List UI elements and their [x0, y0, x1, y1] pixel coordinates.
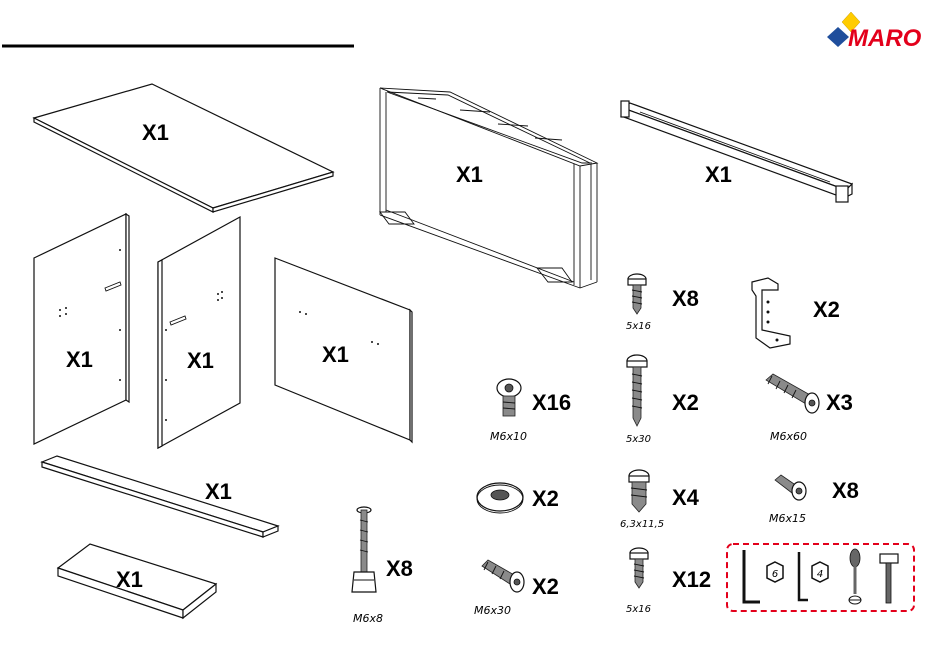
hw-leg-m6x8: X8 M6x8: [352, 507, 413, 625]
qty-bolt-m6x60: X3: [826, 390, 853, 415]
hw-screw-5x16-a: X8 5x16: [626, 274, 699, 332]
part-top-panel: X1: [34, 84, 333, 212]
cap-screw-5x30: 5x30: [626, 434, 651, 445]
hex-key-large-icon: [744, 550, 760, 602]
part-shelf: X1: [58, 544, 216, 618]
cap-bolt-m6x15: M6x15: [769, 512, 806, 525]
cap-bolt-m6x60: M6x60: [770, 430, 807, 443]
qty-long-strip: X1: [205, 479, 232, 504]
brand-name: MARO: [848, 25, 922, 52]
qty-bolt-m6x10: X16: [532, 390, 571, 415]
part-frame: X1: [380, 88, 597, 288]
qty-frame: X1: [456, 162, 483, 187]
cap-leg-m6x8: M6x8: [353, 612, 383, 625]
qty-leg-m6x8: X8: [386, 556, 413, 581]
screwdriver-icon: [849, 549, 861, 604]
qty-back-panel: X1: [322, 342, 349, 367]
hw-bracket: X2: [752, 278, 840, 348]
part-side-right: X1: [158, 217, 240, 448]
hw-screw-5x16-b: X12 5x16: [626, 548, 711, 615]
qty-bracket: X2: [813, 297, 840, 322]
cap-screw-5x16-a: 5x16: [626, 321, 651, 332]
hex-key-large-size: 6: [772, 569, 778, 580]
part-back-panel: X1: [275, 258, 412, 442]
hex-key-small-size: 4: [817, 569, 823, 580]
qty-screw-5x16-b: X12: [672, 567, 711, 592]
qty-washer: X2: [532, 486, 559, 511]
logo-diamond-blue: [827, 27, 849, 47]
qty-screw-6x11: X4: [672, 485, 700, 510]
part-rail: X1: [621, 101, 852, 202]
qty-screw-5x30: X2: [672, 390, 699, 415]
qty-bolt-m6x15: X8: [832, 478, 859, 503]
cap-screw-5x16-b: 5x16: [626, 604, 651, 615]
hw-bolt-m6x60: X3 M6x60: [766, 374, 853, 443]
qty-top-panel: X1: [142, 120, 169, 145]
hw-screw-5x30: X2 5x30: [626, 355, 699, 445]
hex-key-small-icon: [799, 552, 808, 600]
hw-bolt-m6x10: X16 M6x10: [490, 379, 571, 443]
hammer-icon: [880, 554, 898, 603]
hw-washer: X2: [477, 483, 559, 513]
cap-screw-6x11: 6,3x11,5: [620, 519, 664, 530]
part-long-strip: X1: [42, 456, 278, 537]
qty-shelf: X1: [116, 567, 143, 592]
cap-bolt-m6x30: M6x30: [474, 604, 511, 617]
qty-side-right: X1: [187, 348, 214, 373]
qty-bolt-m6x30: X2: [532, 574, 559, 599]
qty-side-left: X1: [66, 347, 93, 372]
hw-bolt-m6x30: X2 M6x30: [474, 560, 559, 617]
cap-bolt-m6x10: M6x10: [490, 430, 527, 443]
brand-logo: MARO: [827, 12, 922, 52]
qty-screw-5x16-a: X8: [672, 286, 699, 311]
hw-bolt-m6x15: X8 M6x15: [769, 475, 859, 525]
qty-rail: X1: [705, 162, 732, 187]
tools-group: 6 4: [727, 544, 914, 611]
part-side-left: X1: [34, 214, 129, 444]
hw-screw-6x11: X4 6,3x11,5: [620, 470, 700, 530]
